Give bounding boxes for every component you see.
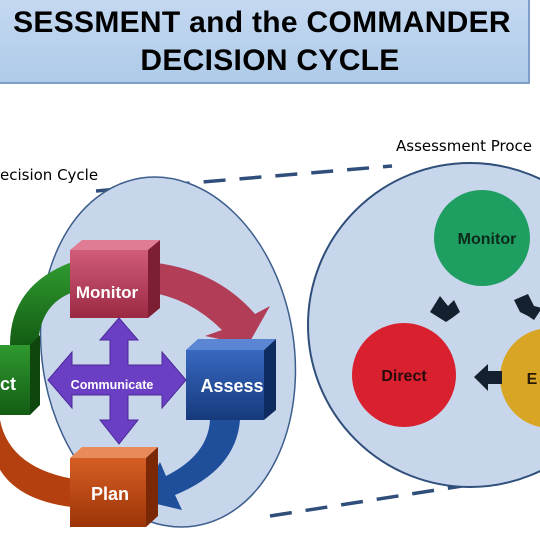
label-process-evaluate: E: [527, 371, 538, 388]
arrow-monitor-to-evaluate-icon: [514, 294, 540, 320]
communicate-arrow: [47, 317, 187, 445]
monitor-box-side: [148, 240, 160, 318]
title-banner: [0, 0, 530, 84]
title-line-2: DECISION CYCLE: [140, 44, 400, 77]
process-circle-evaluate: [500, 329, 540, 427]
cycle-arrow-red: [148, 262, 270, 345]
assess-box: [186, 350, 264, 420]
title-line-1: SESSMENT and the COMMANDER: [13, 6, 511, 39]
label-plan: Plan: [91, 484, 129, 504]
plan-box-top: [70, 447, 158, 458]
cycle-arrow-green: [10, 262, 80, 345]
monitor-box: [70, 250, 148, 318]
arrow-direct-to-monitor-icon: [430, 296, 460, 322]
process-circle-direct: [352, 323, 456, 427]
cycle-arrow-blue: [140, 420, 240, 510]
monitor-box-top: [70, 240, 160, 250]
label-process-monitor: Monitor: [458, 231, 517, 248]
label-communicate: Communicate: [71, 378, 154, 392]
assess-box-side: [264, 339, 276, 420]
direct-box: [0, 345, 30, 415]
cycle-arrow-orange: [0, 420, 80, 508]
direct-box-side: [30, 335, 40, 415]
label-direct-partial: ct: [0, 374, 16, 394]
connector-bottom-dashed: [269, 484, 463, 518]
process-circle-monitor: [434, 190, 530, 286]
assessment-process-caption: Assessment Proce: [396, 137, 533, 155]
assess-box-top: [186, 339, 276, 350]
label-process-direct: Direct: [381, 368, 427, 385]
plan-box: [70, 458, 146, 527]
label-monitor: Monitor: [76, 283, 139, 302]
label-assess: Assess: [200, 376, 263, 396]
arrow-evaluate-to-direct-icon: [474, 364, 502, 391]
plan-box-side: [146, 447, 158, 527]
decision-cycle-caption: ecision Cycle: [0, 166, 99, 184]
